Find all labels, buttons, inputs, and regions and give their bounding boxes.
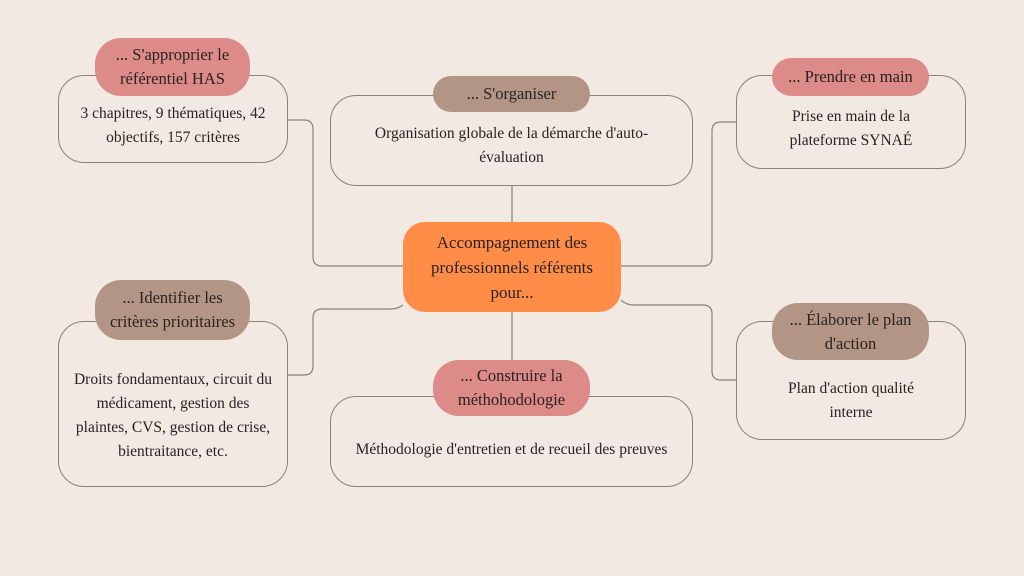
connector-prendre: [621, 121, 736, 267]
node-label-prendre: ... Prendre en main: [772, 58, 929, 96]
node-label-approprier: ... S'approprier le référentiel HAS: [95, 38, 250, 96]
center-title: Accompagnement des professionnels référe…: [431, 232, 593, 302]
node-box-organiser: Organisation globale de la démarche d'au…: [330, 95, 693, 186]
node-text: Organisation globale de la démarche d'au…: [374, 124, 649, 166]
node-label-construire: ... Construire la méthohodologie: [433, 360, 590, 416]
node-box-identifier: Droits fondamentaux, circuit du médicame…: [58, 321, 288, 487]
node-label-elaborer: ... Élaborer le plan d'action: [772, 303, 929, 360]
center-node: Accompagnement des professionnels référe…: [403, 222, 621, 312]
node-label-organiser: ... S'organiser: [433, 76, 590, 112]
node-text: Méthodologie d'entretien et de recueil d…: [355, 440, 668, 458]
connector-identifier: [288, 304, 404, 376]
node-text: Plan d'action qualité interne: [788, 379, 914, 421]
node-label-identifier: ... Identifier les critères prioritaires: [95, 280, 250, 340]
node-text: Droits fondamentaux, circuit du médicame…: [73, 371, 272, 460]
connector-approprier: [288, 119, 403, 267]
node-text: Prise en main de la plateforme SYNAÉ: [789, 108, 913, 149]
connector-elaborer: [620, 299, 736, 381]
node-text: 3 chapitres, 9 thématiques, 42 objectifs…: [80, 105, 266, 146]
